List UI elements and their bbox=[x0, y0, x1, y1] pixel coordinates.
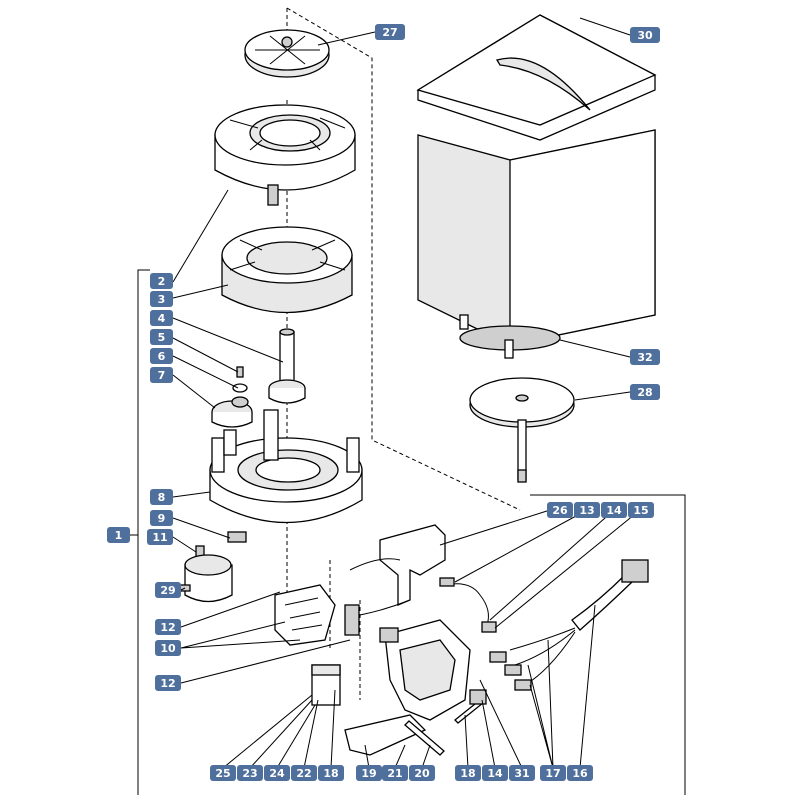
svg-text:21: 21 bbox=[387, 767, 402, 780]
part-7-gear bbox=[211, 396, 253, 428]
part-14-clip bbox=[469, 689, 487, 705]
svg-text:4: 4 bbox=[158, 312, 166, 325]
svg-text:12: 12 bbox=[160, 677, 175, 690]
svg-text:10: 10 bbox=[160, 642, 176, 655]
callout-22: 22 bbox=[291, 765, 317, 781]
svg-text:18: 18 bbox=[460, 767, 475, 780]
part-10-switch-assembly bbox=[274, 584, 360, 646]
callout-14-bottom: 14 bbox=[482, 765, 508, 781]
callout-10: 10 bbox=[155, 640, 181, 656]
callout-1: 1 bbox=[107, 527, 130, 543]
svg-text:9: 9 bbox=[158, 512, 166, 525]
svg-text:18: 18 bbox=[323, 767, 338, 780]
part-9-clip bbox=[227, 531, 247, 543]
callout-6: 6 bbox=[150, 348, 173, 364]
assembly-bracket-right bbox=[530, 494, 686, 795]
callout-30: 30 bbox=[630, 27, 660, 43]
callout-14-top: 14 bbox=[601, 502, 627, 518]
callout-20: 20 bbox=[409, 765, 435, 781]
callout-7: 7 bbox=[150, 367, 173, 383]
callout-16: 16 bbox=[567, 765, 593, 781]
svg-text:28: 28 bbox=[637, 386, 652, 399]
callout-15: 15 bbox=[628, 502, 654, 518]
part-4-drive-shaft bbox=[268, 328, 306, 404]
callout-31: 31 bbox=[509, 765, 535, 781]
svg-text:25: 25 bbox=[215, 767, 230, 780]
part-27-impeller-disc bbox=[244, 29, 330, 78]
callout-28: 28 bbox=[630, 384, 660, 400]
part-6-washer bbox=[232, 383, 248, 393]
svg-text:27: 27 bbox=[382, 26, 397, 39]
part-20-rod bbox=[404, 720, 445, 756]
svg-text:2: 2 bbox=[158, 275, 166, 288]
callout-17: 17 bbox=[540, 765, 566, 781]
part-15-connector bbox=[481, 621, 497, 633]
part-3-fan-ring bbox=[221, 226, 353, 314]
svg-text:26: 26 bbox=[552, 504, 568, 517]
callout-8: 8 bbox=[150, 489, 173, 505]
svg-text:32: 32 bbox=[637, 351, 652, 364]
callout-18-right: 18 bbox=[455, 765, 481, 781]
svg-text:11: 11 bbox=[152, 531, 167, 544]
part-26-bracket bbox=[349, 524, 446, 616]
callout-24: 24 bbox=[264, 765, 290, 781]
callout-3: 3 bbox=[150, 291, 173, 307]
svg-text:1: 1 bbox=[115, 529, 123, 542]
svg-text:20: 20 bbox=[414, 767, 430, 780]
callout-27: 27 bbox=[375, 24, 405, 40]
callout-26: 26 bbox=[547, 502, 573, 518]
callout-2: 2 bbox=[150, 273, 173, 289]
callout-32: 32 bbox=[630, 349, 660, 365]
callout-21: 21 bbox=[382, 765, 408, 781]
svg-text:13: 13 bbox=[579, 504, 594, 517]
svg-text:6: 6 bbox=[158, 350, 166, 363]
svg-text:29: 29 bbox=[160, 584, 175, 597]
part-17-wire-leads bbox=[489, 627, 576, 691]
part-13-wire bbox=[439, 577, 489, 626]
svg-text:3: 3 bbox=[158, 293, 166, 306]
callout-19: 19 bbox=[356, 765, 382, 781]
part-8-base-housing bbox=[209, 409, 363, 524]
svg-text:15: 15 bbox=[633, 504, 648, 517]
callout-11: 11 bbox=[147, 529, 173, 545]
svg-text:12: 12 bbox=[160, 621, 175, 634]
svg-text:5: 5 bbox=[158, 331, 166, 344]
part-2-upper-housing bbox=[214, 104, 356, 206]
assembly-bracket-left bbox=[130, 269, 150, 795]
callout-9: 9 bbox=[150, 510, 173, 526]
part-29-motor bbox=[179, 554, 233, 603]
callout-4: 4 bbox=[150, 310, 173, 326]
callout-12-upper: 12 bbox=[155, 619, 181, 635]
svg-text:24: 24 bbox=[269, 767, 285, 780]
callout-18-left: 18 bbox=[318, 765, 344, 781]
svg-text:8: 8 bbox=[158, 491, 166, 504]
callout-23: 23 bbox=[237, 765, 263, 781]
svg-text:30: 30 bbox=[637, 29, 653, 42]
svg-text:16: 16 bbox=[572, 767, 588, 780]
leader-lines bbox=[172, 17, 641, 769]
callout-29: 29 bbox=[155, 582, 181, 598]
part-16-power-cord bbox=[571, 559, 649, 631]
part-19-lever bbox=[344, 714, 427, 756]
svg-text:17: 17 bbox=[545, 767, 560, 780]
svg-text:19: 19 bbox=[361, 767, 376, 780]
callout-12-lower: 12 bbox=[155, 675, 181, 691]
svg-text:14: 14 bbox=[606, 504, 622, 517]
callout-5: 5 bbox=[150, 329, 173, 345]
callout-13: 13 bbox=[574, 502, 600, 518]
part-28-disc-probe bbox=[469, 377, 575, 483]
part-22-relay bbox=[311, 664, 341, 706]
part-switch-housing bbox=[379, 619, 471, 721]
svg-text:7: 7 bbox=[158, 369, 166, 382]
part-32-reservoir bbox=[417, 129, 656, 359]
svg-text:14: 14 bbox=[487, 767, 503, 780]
svg-text:23: 23 bbox=[242, 767, 257, 780]
callout-25: 25 bbox=[210, 765, 236, 781]
svg-text:31: 31 bbox=[514, 767, 529, 780]
centerline-top-right bbox=[286, 7, 521, 511]
svg-text:22: 22 bbox=[296, 767, 311, 780]
part-30-lid bbox=[416, 14, 657, 141]
